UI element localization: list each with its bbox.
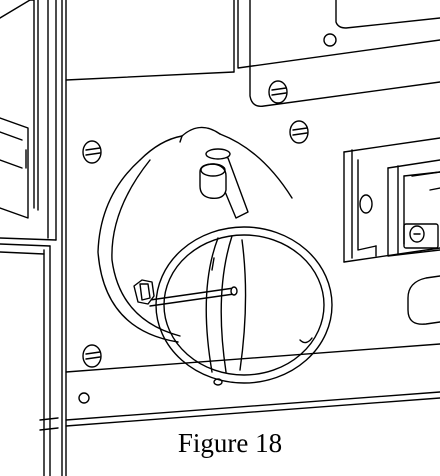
mounting-panel (62, 0, 440, 476)
shaft-pin (150, 287, 237, 306)
inner-ring (164, 235, 324, 375)
ring-tab (214, 379, 222, 385)
disconnect-switch[interactable] (98, 127, 332, 385)
terminal-block (344, 138, 440, 262)
knob-edge-left (206, 238, 218, 372)
plate-hole (324, 34, 336, 46)
collar-outer-right (220, 134, 292, 198)
panel-cutout (408, 276, 440, 324)
lock-nut (134, 280, 154, 304)
collar-clip (300, 338, 312, 343)
screw-middle (290, 121, 308, 143)
collar-outer-left (98, 160, 178, 342)
left-cabinet-frame (0, 0, 58, 476)
outer-ring (156, 227, 332, 383)
collar-top (182, 127, 220, 136)
collar-lip (180, 136, 182, 142)
rail-hole (79, 393, 89, 403)
screw-top-right (269, 81, 287, 103)
figure-caption: Figure 18 (177, 428, 283, 458)
knob-mark (212, 258, 214, 270)
cover-plate (250, 0, 440, 106)
screw-bottom-left (83, 345, 101, 367)
switch-lever[interactable] (200, 149, 248, 218)
base-rail (66, 344, 440, 426)
knob-edge-mid (221, 236, 232, 372)
screw-top-left (83, 141, 101, 163)
collar-inner-left (112, 160, 180, 336)
knob-edge-right (240, 240, 246, 370)
